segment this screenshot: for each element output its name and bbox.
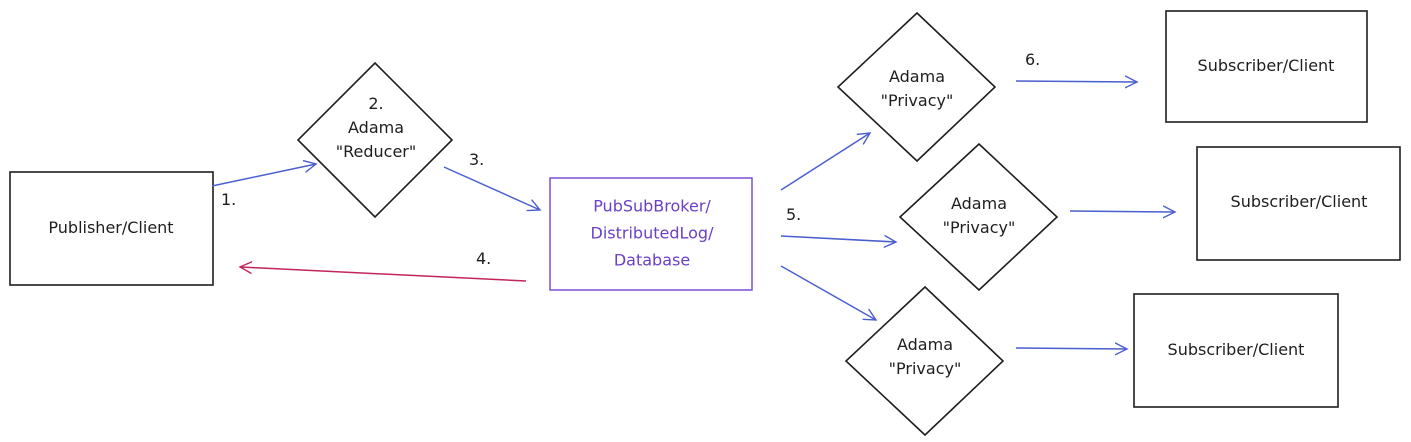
reducer-label: 2. Adama "Reducer" bbox=[336, 92, 416, 164]
privacy-diamond-3 bbox=[844, 285, 1005, 437]
step-label-to-broker: 3. bbox=[469, 150, 485, 169]
privacy-label-1-role: "Privacy" bbox=[880, 91, 954, 110]
arrow-broker-to-privacy-1 bbox=[780, 133, 870, 191]
subscriber-label-1: Subscriber/Client bbox=[1197, 56, 1335, 75]
broker-label-line-1: PubSubBroker/ bbox=[593, 196, 711, 216]
broker-label-line-2: DistributedLog/ bbox=[590, 223, 714, 243]
privacy-label-1-name: Adama bbox=[888, 67, 945, 86]
reducer-label-step: 2. bbox=[368, 94, 384, 113]
publisher-label: Publisher/Client bbox=[48, 218, 174, 237]
broker-label-line-3: Database bbox=[613, 250, 691, 270]
arrow-broker-to-privacy-2 bbox=[780, 236, 896, 242]
subscriber-box-3 bbox=[1133, 293, 1339, 408]
step-label-deliver: 6. bbox=[1025, 50, 1041, 69]
reducer-diamond bbox=[296, 61, 454, 219]
privacy-label-3-name: Adama bbox=[896, 335, 953, 354]
arrow-reducer-to-broker bbox=[443, 166, 540, 210]
reducer-label-name: Adama bbox=[347, 118, 405, 137]
arrow-broker-to-privacy-3 bbox=[780, 265, 876, 320]
privacy-diamond-1 bbox=[836, 11, 997, 163]
publisher-box bbox=[9, 171, 214, 286]
arrow-privacy-1-to-subscriber-1 bbox=[1015, 81, 1137, 82]
arrow-publisher-to-reducer bbox=[211, 164, 316, 187]
step-label-fan-out: 5. bbox=[786, 205, 802, 224]
privacy-label-2: Adama "Privacy" bbox=[943, 192, 1016, 240]
arrow-privacy-2-to-subscriber-2 bbox=[1069, 211, 1175, 212]
arrow-privacy-3-to-subscriber-3 bbox=[1015, 348, 1127, 349]
privacy-label-1: Adama "Privacy" bbox=[881, 65, 954, 113]
privacy-label-2-name: Adama bbox=[950, 194, 1007, 213]
arrow-broker-to-publisher bbox=[240, 267, 527, 282]
reducer-label-role: "Reducer" bbox=[335, 142, 417, 161]
privacy-label-3-role: "Privacy" bbox=[888, 359, 962, 378]
privacy-label-2-role: "Privacy" bbox=[942, 218, 1016, 237]
step-label-publish: 1. bbox=[221, 190, 237, 209]
subscriber-label-3: Subscriber/Client bbox=[1167, 340, 1305, 359]
subscriber-label-2: Subscriber/Client bbox=[1230, 192, 1368, 211]
subscriber-box-1 bbox=[1165, 10, 1368, 123]
subscriber-box-2 bbox=[1196, 146, 1401, 261]
privacy-label-3: Adama "Privacy" bbox=[889, 333, 962, 381]
step-label-return: 4. bbox=[476, 249, 492, 268]
broker-label: PubSubBroker/ DistributedLog/ Database bbox=[591, 193, 714, 274]
privacy-diamond-2 bbox=[898, 142, 1059, 292]
broker-box bbox=[549, 177, 753, 291]
